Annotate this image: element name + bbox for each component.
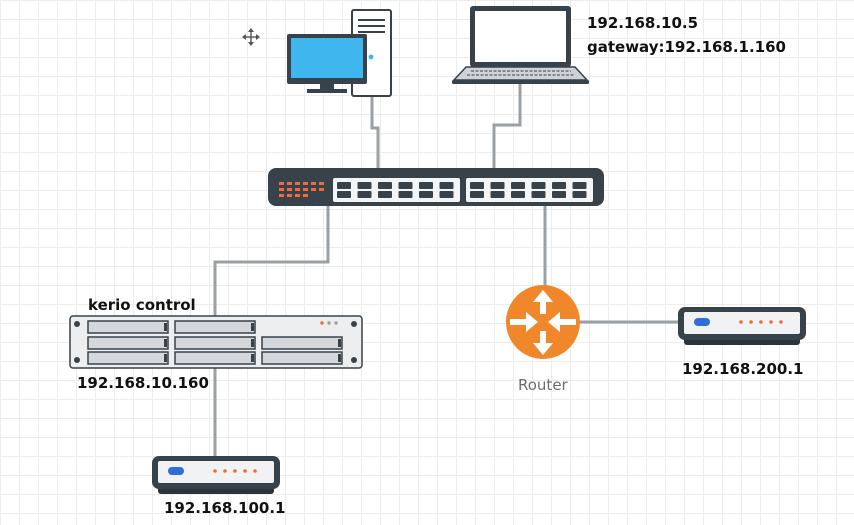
modem-left-ip-label: 192.168.100.1	[164, 499, 286, 517]
desktop-computer-icon[interactable]	[287, 9, 392, 97]
switch-port	[511, 182, 525, 189]
switch-port	[470, 182, 484, 189]
switch-port	[552, 182, 566, 189]
switch-port	[419, 182, 433, 189]
switch-port	[357, 182, 372, 189]
switch-port	[337, 182, 351, 189]
rack-server-icon[interactable]	[69, 315, 363, 369]
modem-icon[interactable]	[152, 456, 280, 494]
router-name-label: Router	[518, 376, 568, 394]
switch-port	[511, 191, 525, 198]
router-icon[interactable]	[506, 285, 580, 359]
laptop-icon[interactable]	[452, 6, 589, 84]
switch-port	[572, 191, 587, 198]
switch-port	[419, 191, 433, 198]
move-cursor-icon[interactable]	[242, 28, 260, 46]
cable-laptop-switch	[492, 82, 522, 172]
firewall-name-label: kerio control	[88, 296, 196, 314]
cables	[213, 82, 678, 458]
switch-port	[439, 182, 454, 189]
switch-port	[490, 191, 505, 198]
laptop-ip-label: 192.168.10.5	[587, 14, 699, 32]
switch-port	[357, 191, 372, 198]
switch-port	[552, 191, 566, 198]
switch-port	[572, 182, 587, 189]
cable-desktop-switch	[370, 96, 380, 172]
modem-icon[interactable]	[678, 307, 806, 345]
switch-port	[398, 182, 413, 189]
switch-port	[439, 191, 454, 198]
switch-port	[398, 191, 413, 198]
switch-port	[337, 191, 351, 198]
switch-port	[378, 191, 392, 198]
switch-port	[378, 182, 392, 189]
modem-right-ip-label: 192.168.200.1	[682, 360, 804, 378]
switch-port	[470, 191, 484, 198]
firewall-ip-label: 192.168.10.160	[77, 374, 209, 392]
switch-port	[490, 182, 505, 189]
switch-port	[531, 191, 546, 198]
network-switch-icon[interactable]	[268, 168, 604, 206]
cable-switch-firewall	[213, 205, 330, 318]
laptop-gateway-label: gateway:192.168.1.160	[587, 38, 786, 56]
switch-port	[531, 182, 546, 189]
